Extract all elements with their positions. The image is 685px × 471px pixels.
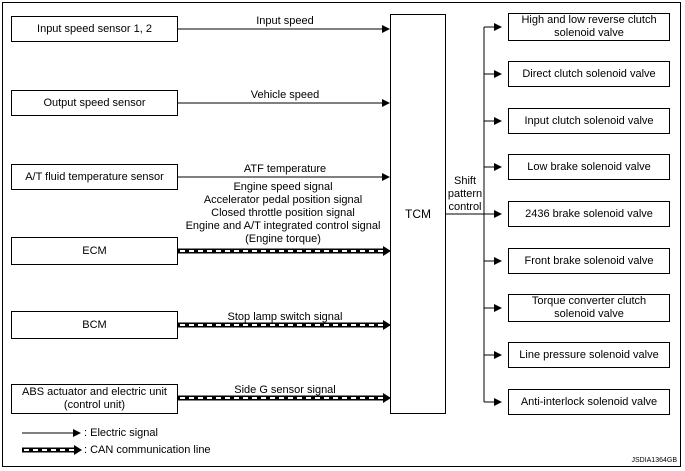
anti-interlock-valve-box: Anti-interlock solenoid valve (508, 389, 670, 415)
vehicle-speed-label: Vehicle speed (250, 89, 320, 101)
line-pressure-valve-box: Line pressure solenoid valve (508, 342, 670, 368)
tcm-box: TCM (390, 14, 446, 414)
ecm-signal-label: Engine speed signal Accelerator pedal po… (185, 181, 381, 245)
high-low-reverse-clutch-valve-box: High and low reverse clutch solenoid val… (508, 13, 670, 41)
atf-temperature-label: ATF temperature (243, 163, 327, 175)
front-brake-valve-box: Front brake solenoid valve (508, 248, 670, 274)
low-brake-valve-box: Low brake solenoid valve (508, 154, 670, 180)
ecm-can-line (178, 246, 391, 256)
input-speed-sensor-box: Input speed sensor 1, 2 (11, 16, 178, 42)
torque-converter-clutch-valve-box: Torque converter clutch solenoid valve (508, 294, 670, 322)
shift-pattern-control-label: Shift pattern control (447, 175, 483, 213)
diagram-frame (2, 2, 681, 467)
stop-lamp-signal-label: Stop lamp switch signal (227, 311, 343, 323)
input-clutch-valve-box: Input clutch solenoid valve (508, 108, 670, 134)
abs-actuator-box: ABS actuator and electric unit (control … (11, 384, 178, 414)
atf-temperature-sensor-box: A/T fluid temperature sensor (11, 164, 178, 190)
2436-brake-valve-box: 2436 brake solenoid valve (508, 201, 670, 227)
legend-can-line (22, 445, 82, 455)
ecm-box: ECM (11, 237, 178, 265)
bcm-box: BCM (11, 311, 178, 339)
side-g-signal-label: Side G sensor signal (234, 384, 336, 396)
abs-can-line (178, 393, 391, 403)
bcm-can-line (178, 320, 391, 330)
input-speed-label: Input speed (256, 15, 314, 27)
legend-can-label: : CAN communication line (84, 444, 211, 456)
output-speed-sensor-box: Output speed sensor (11, 90, 178, 116)
figure-code: JSDIA1364GB (631, 457, 677, 464)
direct-clutch-valve-box: Direct clutch solenoid valve (508, 61, 670, 87)
legend-electric-label: : Electric signal (84, 427, 158, 439)
